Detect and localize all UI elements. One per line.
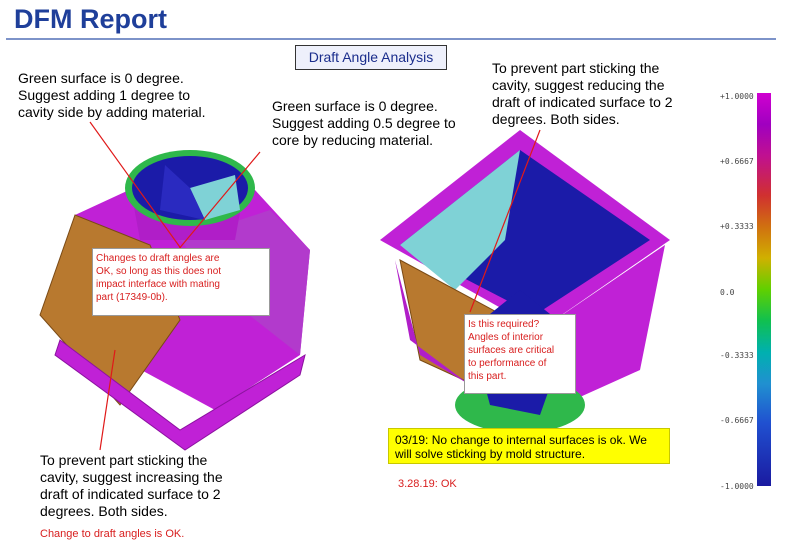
comment-line: this part. — [468, 371, 507, 382]
note-mid-top: Green surface is 0 degree. Suggest addin… — [272, 98, 456, 149]
comment-line: to performance of — [468, 358, 547, 369]
scale-tick-label: +1.0000 — [720, 92, 754, 101]
comment-line: part (17349-0b). — [96, 292, 168, 303]
note-line: cavity, suggest reducing the — [492, 77, 665, 93]
note-line: To prevent part sticking the — [492, 60, 660, 76]
note-line: Suggest adding 0.5 degree to — [272, 115, 456, 131]
note-line: Suggest adding 1 degree to — [18, 87, 191, 103]
note-right-top: To prevent part sticking the cavity, sug… — [492, 60, 673, 128]
note-line: To prevent part sticking the — [40, 452, 208, 468]
note-line: Green surface is 0 degree. — [272, 98, 438, 114]
scale-tick-label: -0.6667 — [720, 416, 754, 425]
note-line: Green surface is 0 degree. — [18, 70, 184, 86]
highlight-line: 03/19: No change to internal surfaces is… — [395, 433, 647, 447]
note-line: draft of indicated surface to 2 — [492, 94, 673, 110]
comment-line: Is this required? — [468, 319, 540, 330]
note-line: degrees. Both sides. — [492, 111, 620, 127]
comment-box-required: Is this required? Angles of interior sur… — [464, 314, 576, 394]
callout-lines — [89, 121, 541, 451]
draft-angle-color-scale — [757, 93, 771, 486]
note-line: draft of indicated surface to 2 — [40, 486, 221, 502]
note-line: cavity side by adding material. — [18, 104, 206, 120]
note-line: cavity, suggest increasing the — [40, 469, 223, 485]
comment-line: Changes to draft angles are — [96, 253, 220, 264]
note-left-top: Green surface is 0 degree. Suggest addin… — [18, 70, 206, 121]
scale-tick-label: -1.0000 — [720, 482, 754, 491]
comment-line: OK, so long as this does not — [96, 266, 222, 277]
comment-line: impact interface with mating — [96, 279, 220, 290]
note-line: core by reducing material. — [272, 132, 434, 148]
comment-box-draft-angles: Changes to draft angles are OK, so long … — [92, 248, 270, 316]
scale-tick-label: +0.6667 — [720, 157, 754, 166]
highlight-comment: 03/19: No change to internal surfaces is… — [388, 428, 670, 464]
page-title: DFM Report — [14, 4, 167, 34]
title-divider — [6, 38, 776, 40]
comment-line: Angles of interior — [468, 332, 544, 343]
approval-note-left: Change to draft angles is OK. — [40, 528, 185, 540]
scale-tick-label: -0.3333 — [720, 351, 754, 360]
comment-line: surfaces are critical — [468, 345, 555, 356]
section-label: Draft Angle Analysis — [295, 45, 447, 70]
note-left-bottom: To prevent part sticking the cavity, sug… — [40, 452, 223, 520]
scale-tick-label: 0.0 — [720, 288, 735, 297]
note-line: degrees. Both sides. — [40, 503, 168, 519]
scale-tick-label: +0.3333 — [720, 222, 754, 231]
approval-note-right: 3.28.19: OK — [398, 478, 457, 490]
highlight-line: will solve sticking by mold structure. — [395, 447, 586, 461]
